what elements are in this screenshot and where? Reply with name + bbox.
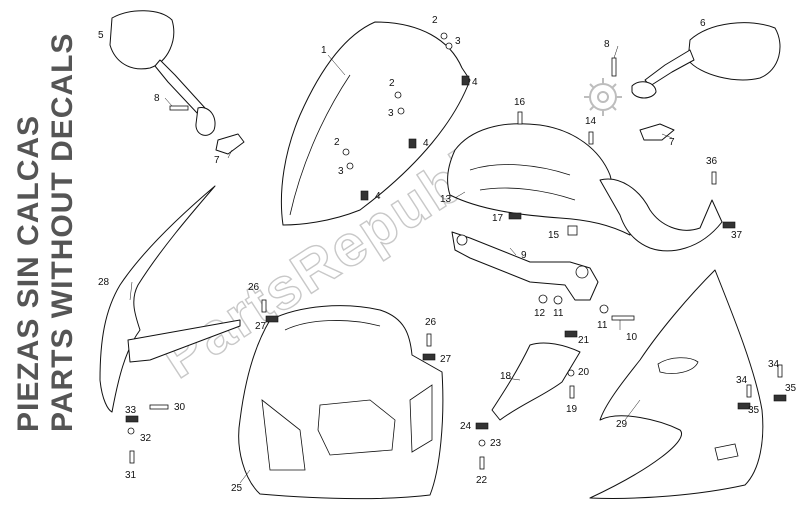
callout-33: 33 [125,405,137,416]
callout-27: 27 [440,354,452,365]
callout-27: 27 [255,321,267,332]
inner-panel-small [491,342,581,421]
callout-17: 17 [492,213,504,224]
callout-31: 31 [125,470,137,481]
callout-15: 15 [548,230,560,241]
leader-lines [129,45,673,484]
callout-4: 4 [375,191,381,202]
callout-6: 6 [700,18,706,29]
side-text-spanish: PIEZAS SIN CALCAS [12,115,45,432]
callout-26: 26 [425,317,437,328]
callout-32: 32 [140,433,152,444]
right-side-panel [589,269,764,499]
callout-1: 1 [321,45,327,56]
fairing-bracket [451,231,599,301]
callout-34: 34 [768,359,780,370]
windscreen [280,21,471,226]
callout-23: 23 [490,438,502,449]
callout-4: 4 [423,138,429,149]
watermark-gear-icon [584,78,622,116]
callout-26: 26 [248,282,260,293]
callout-18: 18 [500,371,512,382]
callout-14: 14 [585,116,597,127]
left-side-panel [99,185,241,413]
callout-8: 8 [154,93,160,104]
callout-29: 29 [616,419,628,430]
hardware [125,32,787,470]
callout-19: 19 [566,404,578,415]
instrument-cover [447,123,723,252]
callout-35: 35 [748,405,760,416]
mirror-gasket-right [639,123,675,141]
callout-2: 2 [334,137,340,148]
callout-2: 2 [389,78,395,89]
callout-20: 20 [578,367,590,378]
callout-labels: 1 2 3 4 2 3 4 2 3 4 5 6 7 7 8 8 9 10 11 … [98,15,797,494]
callout-24: 24 [460,421,472,432]
callout-30: 30 [174,402,186,413]
callout-7: 7 [669,137,675,148]
callout-21: 21 [578,335,590,346]
side-text-english: PARTS WITHOUT DECALS [46,33,79,432]
callout-2: 2 [432,15,438,26]
callout-10: 10 [626,332,638,343]
callout-12: 12 [534,308,546,319]
callout-22: 22 [476,475,488,486]
callout-8: 8 [604,39,610,50]
callout-13: 13 [440,194,452,205]
right-mirror [631,22,781,99]
callout-36: 36 [706,156,718,167]
callout-34: 34 [736,375,748,386]
callout-7: 7 [214,155,220,166]
callout-16: 16 [514,97,526,108]
callout-11: 11 [553,308,564,319]
callout-5: 5 [98,30,104,41]
callout-37: 37 [731,230,743,241]
callout-3: 3 [338,166,344,177]
mirror-gasket-left [215,133,245,155]
callout-25: 25 [231,483,243,494]
callout-11: 11 [597,320,608,331]
callout-3: 3 [388,108,394,119]
callout-28: 28 [98,277,110,288]
callout-35: 35 [785,383,797,394]
callout-9: 9 [521,250,527,261]
callout-4: 4 [472,77,478,88]
front-fairing [238,305,444,500]
callout-3: 3 [455,36,461,47]
left-mirror [109,10,216,136]
